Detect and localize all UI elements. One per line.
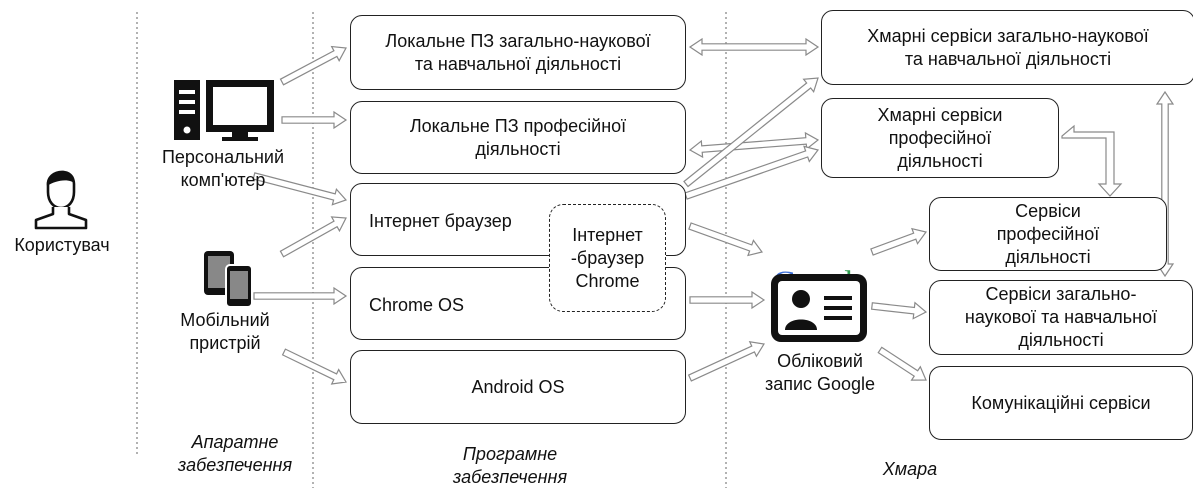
services-professional-box: Сервіси професійної діяльності — [929, 197, 1167, 271]
mobile-devices-icon — [204, 251, 253, 308]
arrow-mobile-to-android — [281, 348, 347, 385]
mobile-label: Мобільний пристрій — [180, 310, 270, 353]
desktop-computer-icon — [174, 80, 274, 141]
cloud-services-professional-box: Хмарні сервіси професійної діяльності — [821, 98, 1059, 178]
arrow-google-to-svc-comm — [877, 346, 927, 381]
flow-arrows — [252, 37, 1175, 385]
arrow-google-to-svc-prof — [870, 227, 928, 256]
arrow-mobile-to-browser — [279, 216, 347, 258]
android-os-box: Android OS — [350, 350, 686, 424]
arrow-google-to-svc-science — [870, 301, 928, 320]
pc-label: Персональний комп'ютер — [161, 147, 285, 190]
arrow-pc-to-browser — [252, 172, 348, 206]
google-id-card-icon — [771, 274, 867, 342]
arrow-mobile-to-chrome-os — [253, 286, 348, 306]
local-software-professional-box: Локальне ПЗ професійної діяльності — [350, 101, 686, 174]
arrow-pc-to-local-science — [279, 45, 347, 86]
column-cloud-caption: Хмара — [882, 459, 938, 479]
arrow-local-science-cloud-science — [688, 37, 820, 57]
arrow-cloud-science-svc-science — [1155, 90, 1175, 278]
arrow-browser-to-google — [688, 222, 764, 257]
user-label: Користувач — [14, 235, 110, 255]
chrome-browser-box: Інтернет -браузер Chrome — [549, 204, 666, 312]
google-account-label: Обліковий запис Google — [764, 351, 876, 394]
column-hardware-caption: Апаратне забезпечення — [177, 432, 293, 475]
arrow-pc-to-local-professional — [281, 110, 348, 130]
arrow-cloud-prof-to-svc-prof — [1061, 124, 1123, 197]
arrow-local-prof-cloud-prof — [688, 131, 820, 159]
arrow-android-to-google — [687, 340, 765, 382]
cloud-services-science-box: Хмарні сервіси загально-наукової та навч… — [821, 10, 1193, 85]
local-software-science-box: Локальне ПЗ загально-наукової та навчаль… — [350, 15, 686, 90]
arrow-chrome-os-to-google — [689, 290, 766, 310]
arrow-browser-to-cloud-science — [683, 77, 819, 188]
communication-services-box: Комунікаційні сервіси — [929, 366, 1193, 440]
services-science-box: Сервіси загально- наукової та навчальної… — [929, 280, 1193, 355]
user-icon — [34, 170, 88, 230]
column-software-caption: Програмне забезпечення — [452, 444, 568, 487]
arrow-browser-to-cloud-prof — [684, 145, 820, 200]
